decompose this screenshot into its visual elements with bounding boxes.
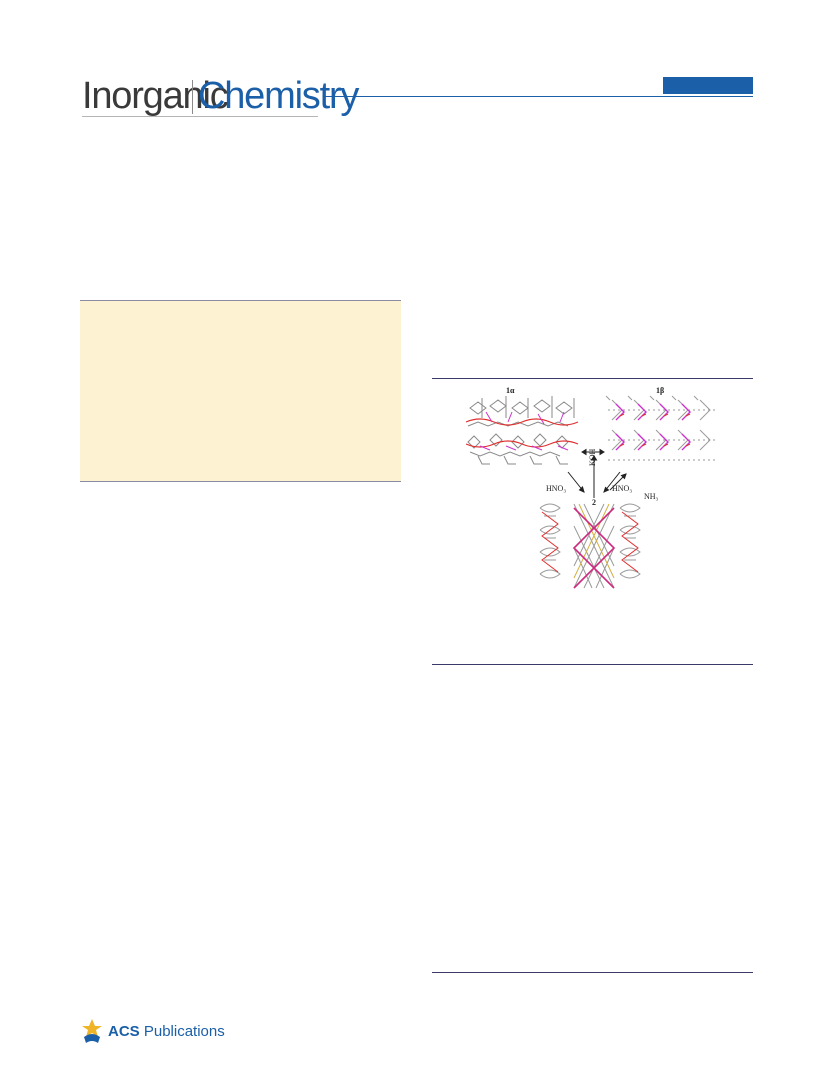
crystal-structure-figure: [466, 395, 716, 589]
acs-logo-icon: [82, 1019, 102, 1043]
header-rule: [323, 96, 753, 97]
header-tab: [663, 77, 753, 94]
label-1beta: 1β: [656, 386, 665, 395]
toc-bottom-rule: [432, 664, 753, 665]
label-nh3: NH₃: [644, 492, 659, 501]
acs-word: ACS: [108, 1023, 140, 1040]
masthead-separator: [192, 80, 193, 114]
label-2: 2: [592, 498, 596, 507]
label-hno3-right: HNO₃: [612, 484, 633, 493]
abstract-box: [80, 300, 401, 482]
label-1alpha: 1α: [506, 386, 515, 395]
toc-top-rule: [432, 378, 753, 379]
journal-name-inorganic: Inorganic: [82, 75, 229, 117]
label-koh: KOH: [588, 448, 597, 466]
publications-word: Publications: [143, 1023, 225, 1040]
structure-1alpha: [467, 396, 575, 465]
toc-graphic: 1α 1β KOH HNO₃ HNO₃ NH₃ 2: [466, 386, 716, 600]
column-bottom-rule: [432, 972, 753, 973]
label-hno3-left: HNO₃: [546, 484, 567, 493]
masthead-underline: [82, 116, 318, 117]
structure-2: [539, 503, 641, 589]
reaction-arrows: [567, 448, 627, 498]
acs-publications-text: ACS Publications: [108, 1023, 225, 1040]
